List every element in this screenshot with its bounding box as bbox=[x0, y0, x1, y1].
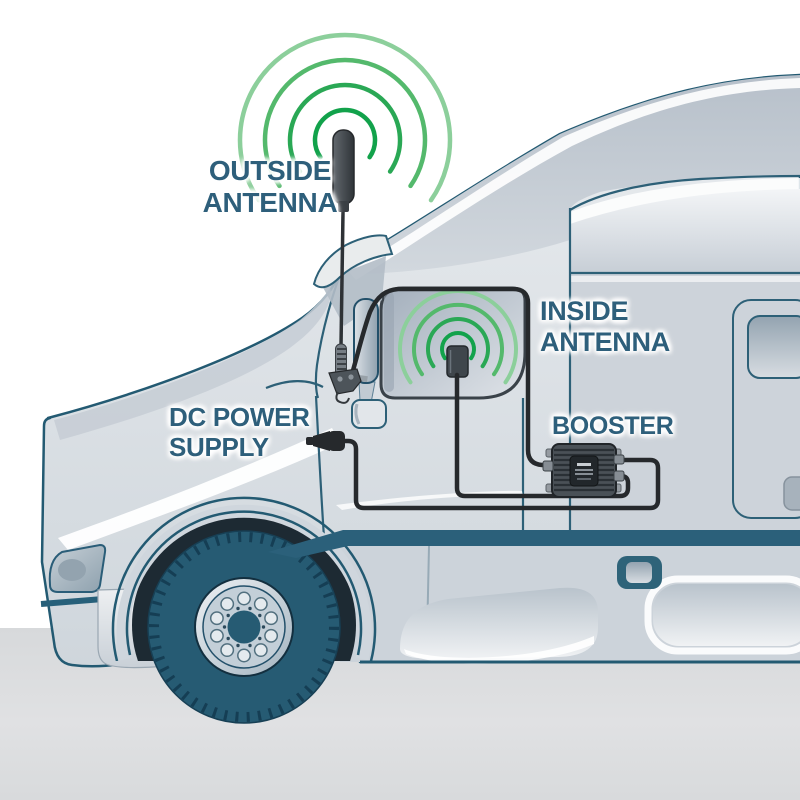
label-line: ANTENNA bbox=[202, 187, 338, 218]
dc-power-plug bbox=[306, 431, 345, 451]
cab-front-details bbox=[312, 234, 394, 429]
outside-antenna-cable bbox=[346, 286, 552, 468]
inside-signal-waves bbox=[398, 289, 518, 385]
sleeper-door-handle bbox=[783, 476, 800, 511]
wheel-hub bbox=[227, 610, 261, 644]
label-outside-antenna: OUTSIDE ANTENNA bbox=[152, 155, 388, 219]
outside-signal-waves bbox=[237, 32, 453, 203]
label-booster: BOOSTER bbox=[552, 413, 674, 440]
antenna-mount-clamp bbox=[328, 368, 362, 395]
hub-bolts bbox=[222, 606, 266, 648]
label-inside-antenna: INSIDE ANTENNA bbox=[540, 296, 670, 358]
cables bbox=[339, 286, 661, 511]
tire-tread bbox=[149, 532, 339, 722]
door-handle bbox=[351, 399, 387, 429]
side-mirror bbox=[353, 298, 379, 384]
booster-device bbox=[542, 443, 625, 498]
label-line: ANTENNA bbox=[540, 327, 670, 357]
antenna-mast bbox=[339, 211, 345, 347]
sun-visor bbox=[312, 234, 394, 289]
sleeper-door bbox=[732, 299, 800, 519]
label-line: INSIDE bbox=[540, 296, 629, 326]
label-dc-power-supply: DC POWER SUPPLY bbox=[169, 402, 310, 462]
front-wheel bbox=[147, 530, 341, 724]
booster-ports bbox=[542, 454, 625, 482]
headlight-lens bbox=[58, 559, 86, 581]
dc-power-cable bbox=[339, 438, 661, 511]
sleeper-window bbox=[747, 315, 800, 379]
fuel-tank bbox=[400, 587, 598, 664]
step-marker bbox=[617, 556, 662, 589]
cab-window bbox=[379, 286, 527, 400]
label-line: SUPPLY bbox=[169, 432, 269, 462]
lug-nuts bbox=[209, 591, 279, 663]
rear-fairing-panel bbox=[644, 575, 800, 655]
outside-antenna bbox=[237, 32, 453, 404]
label-line: DC POWER bbox=[169, 402, 310, 432]
label-line: OUTSIDE bbox=[208, 155, 332, 186]
inside-antenna-cable bbox=[454, 372, 631, 499]
side-accent-band bbox=[268, 530, 800, 558]
label-line: BOOSTER bbox=[552, 412, 674, 440]
